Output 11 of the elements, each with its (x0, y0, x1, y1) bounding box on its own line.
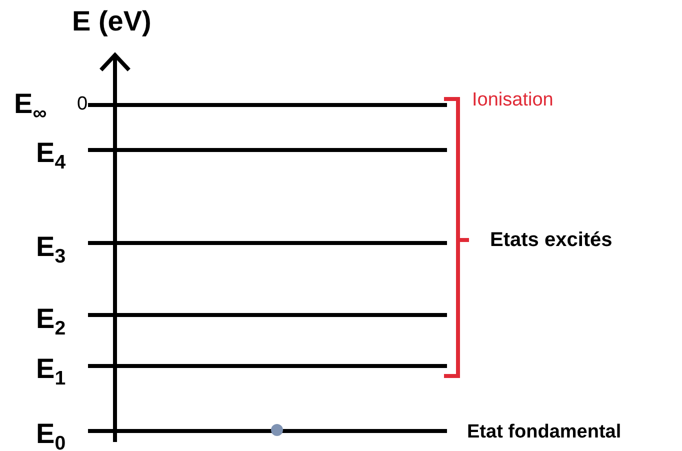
tick-label: 0 (77, 94, 88, 116)
region-label: Ionisation (472, 90, 554, 112)
level-name: E$_{∞}$ (14, 88, 47, 126)
level-name: E$_{0}$ (36, 418, 66, 451)
region-label: Etats excités (490, 229, 612, 251)
level-name: E$_{2}$ (36, 304, 66, 340)
axis-title: E (eV) (72, 6, 152, 38)
level-name: E$_{3}$ (36, 232, 66, 268)
level-name: E$_{1}$ (36, 354, 66, 390)
state-label: Etat fondamental (467, 422, 622, 444)
level-name: E$_{4}$ (36, 138, 66, 174)
